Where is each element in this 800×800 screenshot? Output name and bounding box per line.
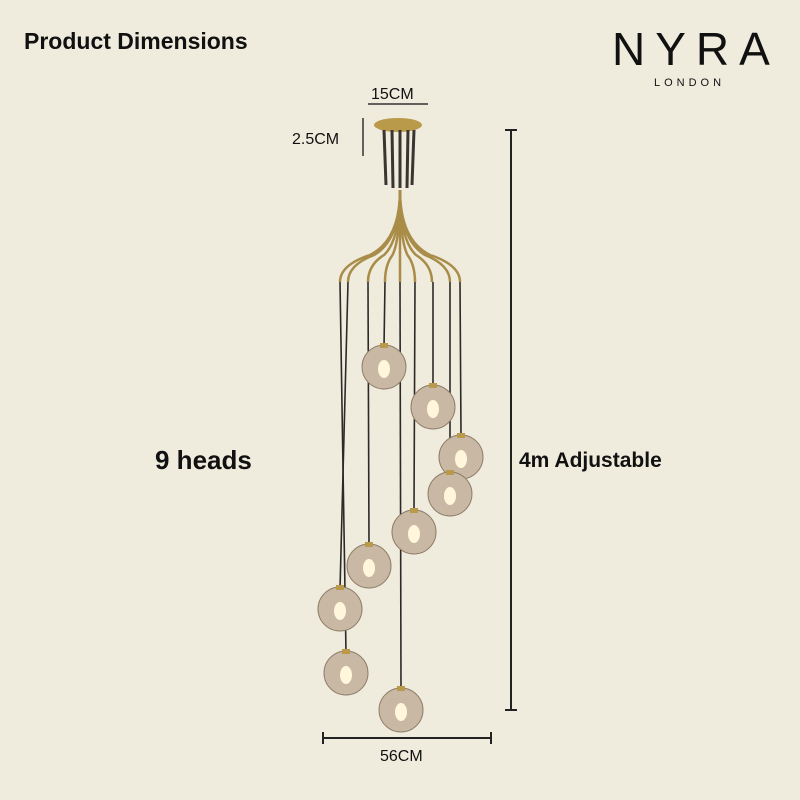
brand-logo-subtitle: LONDON xyxy=(654,77,726,89)
width-dimension-line xyxy=(322,732,492,744)
glass-globes xyxy=(317,343,484,733)
globe-cap xyxy=(380,343,388,348)
globe-cap xyxy=(336,585,344,590)
globe-cap xyxy=(365,542,373,547)
globe-cap xyxy=(429,383,437,388)
pendant-wire xyxy=(339,281,349,590)
page-title: Product Dimensions xyxy=(24,28,248,54)
globe-cap xyxy=(457,433,465,438)
pendant-wire xyxy=(399,281,402,691)
bulb xyxy=(444,487,456,505)
brass-arm xyxy=(366,189,402,283)
canopy-height-label: 2.5CM xyxy=(292,131,340,148)
heads-count-label: 9 heads xyxy=(155,445,252,475)
bulb xyxy=(455,450,467,468)
pendant-wire xyxy=(367,281,370,547)
brass-arm xyxy=(398,189,434,283)
height-dimension-line xyxy=(505,129,517,711)
brand-logo: NYRA xyxy=(612,23,780,75)
globe-cap xyxy=(342,649,350,654)
pendant-wire xyxy=(383,281,386,348)
globe-cap xyxy=(410,508,418,513)
pendant-wire xyxy=(459,281,462,438)
width-label: 56CM xyxy=(380,748,423,765)
bulb xyxy=(427,400,439,418)
bulb xyxy=(340,666,352,684)
brass-arm xyxy=(398,189,462,283)
canopy xyxy=(374,118,422,132)
bulb xyxy=(395,703,407,721)
brass-arm xyxy=(346,189,402,283)
brass-arms xyxy=(338,189,462,283)
bulb xyxy=(378,360,390,378)
bulb xyxy=(334,602,346,620)
globe-cap xyxy=(446,470,454,475)
globe-cap xyxy=(397,686,405,691)
bulb xyxy=(408,525,420,543)
bulb xyxy=(363,559,375,577)
height-label: 4m Adjustable xyxy=(519,449,662,472)
brass-arm xyxy=(398,189,452,283)
canopy-width-label: 15CM xyxy=(371,86,414,103)
